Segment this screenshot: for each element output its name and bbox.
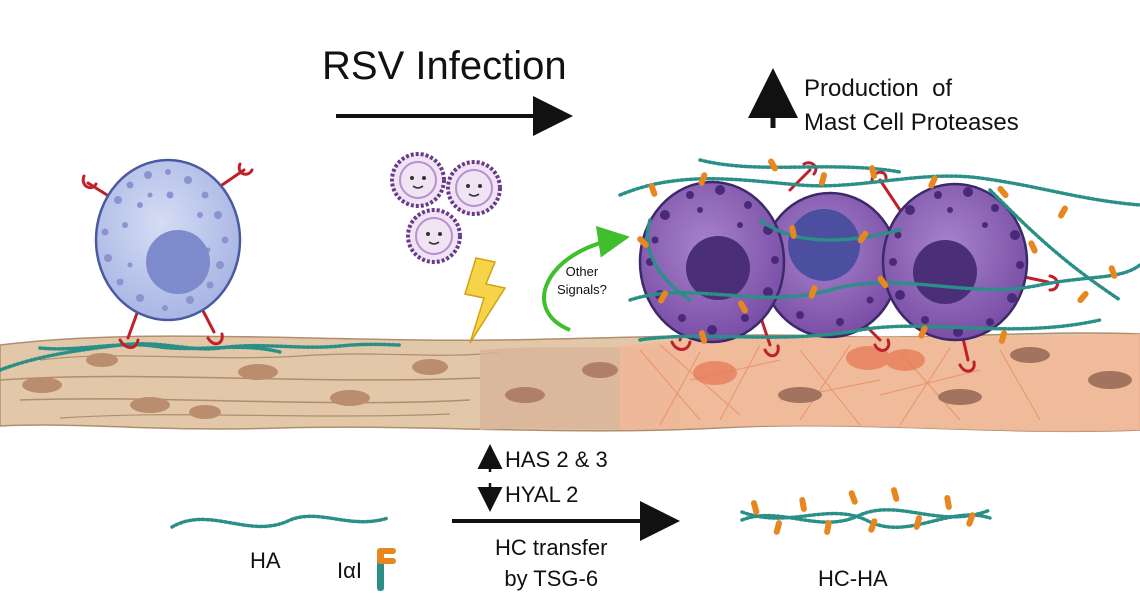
- resting-mast-cell: [81, 158, 254, 349]
- hc-transfer-label: HC transfer by TSG-6: [495, 532, 607, 594]
- diagram-title: RSV Infection: [322, 44, 567, 88]
- hc-transfer-line-1: HC transfer: [495, 535, 608, 560]
- iai-label: IαI: [337, 558, 362, 583]
- other-signals-label: Other Signals?: [557, 263, 607, 299]
- ha-label: HA: [250, 548, 281, 573]
- production-line-2: Mast Cell Proteases: [804, 109, 1019, 136]
- ha-strand-surface: [0, 342, 402, 372]
- hyal-label: HYAL 2: [505, 482, 579, 507]
- other-signals-line-2: Signals?: [557, 282, 607, 297]
- activated-mast-cells: [638, 161, 1059, 373]
- has-label: HAS 2 & 3: [505, 447, 608, 472]
- ha-strand-icon: [170, 514, 390, 529]
- iai-molecule-icon: [377, 548, 396, 591]
- production-line-1: Production of: [804, 75, 953, 102]
- rsv-virus-icon: [390, 152, 502, 264]
- hc-ha-label: HC-HA: [818, 566, 888, 591]
- lightning-icon: [464, 257, 507, 344]
- other-signals-line-1: Other: [565, 264, 599, 279]
- production-label: Production of Mast Cell Proteases: [804, 72, 1019, 140]
- hc-transfer-line-2: by TSG-6: [504, 566, 599, 591]
- epithelium-layer: [0, 332, 1140, 433]
- hc-ha-network: [618, 158, 1140, 344]
- hc-ha-icon: [740, 487, 992, 535]
- other-signals-arrow: [542, 225, 630, 332]
